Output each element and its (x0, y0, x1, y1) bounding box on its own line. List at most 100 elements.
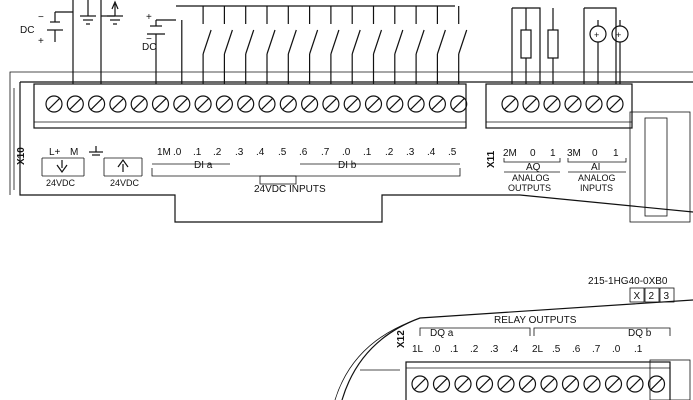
aq-terminal-label: 0 (530, 148, 536, 159)
top-group-brackets: X10 24VDC 24VDC DI a DI b 24VDC INPUTS (16, 147, 461, 195)
model-box-text: 2 (649, 291, 655, 302)
top-terminal-screw (322, 95, 340, 113)
plus-sign-mid: + (146, 12, 152, 23)
model-box-text: X (634, 291, 641, 302)
dc-mid-label: DC (142, 42, 156, 53)
analog-terminal-screw (606, 95, 624, 113)
top-terminal-screw (428, 95, 446, 113)
top-terminal-screw (45, 95, 63, 113)
model-box (659, 287, 675, 303)
relay-terminal-screw (583, 375, 601, 393)
analog-terminal-screw (522, 95, 540, 113)
top-terminal-label: .7 (321, 147, 330, 158)
relay-terminal-screw (497, 375, 515, 393)
supply-out-label: 24VDC (46, 178, 76, 188)
relay-terminal-label: .7 (592, 344, 601, 355)
relay-terminal-strip: X12 RELAY OUTPUTS DQ a DQ b 1L.0.1.2.3.4… (396, 315, 671, 400)
svg-text:+: + (616, 30, 621, 40)
relay-terminal-label: 1L (412, 344, 424, 355)
aq-terminal-label: 1 (550, 148, 556, 159)
relay-terminal-label: .1 (450, 344, 459, 355)
model-box-text: 3 (664, 291, 670, 302)
top-terminal-screw (364, 95, 383, 113)
top-terminal-strip (33, 6, 468, 129)
ground-symbols (80, 0, 123, 84)
relay-title: RELAY OUTPUTS (494, 315, 577, 326)
relay-terminal-label: 2L (532, 344, 544, 355)
top-terminal-label: .5 (278, 147, 287, 158)
ai-group: AI (591, 162, 600, 173)
analog-terminal-screw (585, 95, 603, 113)
top-terminal-label: .4 (256, 147, 265, 158)
relay-terminal-label: .3 (490, 344, 499, 355)
ai-caption-2: INPUTS (580, 183, 613, 193)
top-terminal-screw (237, 95, 255, 113)
top-terminal-label: .5 (448, 147, 457, 158)
relay-terminal-label: .4 (510, 344, 519, 355)
relay-terminal-label: .2 (470, 344, 479, 355)
top-terminal-label: .6 (299, 147, 308, 158)
relay-terminal-label: .0 (612, 344, 621, 355)
minus-sign-mid: − (146, 34, 152, 45)
ai-caption-1: ANALOG (578, 173, 616, 183)
top-terminal-label: .2 (213, 147, 222, 158)
group-dq-a: DQ a (430, 328, 454, 339)
top-terminal-label: 1M (157, 147, 171, 158)
top-terminal-label: .3 (235, 147, 244, 158)
x12-connector-id: X12 (396, 330, 407, 348)
top-terminal-label: .3 (406, 147, 415, 158)
relay-terminal-label: .5 (552, 344, 561, 355)
ai-terminal-label: 3M (567, 148, 581, 159)
top-terminal-screw (407, 95, 425, 113)
plc-housing (9, 71, 693, 400)
top-terminal-screw (258, 95, 276, 113)
relay-terminal-screw (647, 375, 666, 393)
relay-terminal-screw (454, 375, 472, 393)
group-di-b: DI b (338, 160, 357, 171)
plus-sign: + (38, 36, 44, 47)
relay-terminal-label: .0 (432, 344, 441, 355)
aq-caption-2: OUTPUTS (508, 183, 551, 193)
analog-captions: X11 AQ AI ANALOG OUTPUTS ANALOG INPUTS (486, 150, 627, 193)
top-terminal-screw (194, 95, 212, 113)
top-terminal-screw (279, 95, 297, 113)
relay-terminal-screw (540, 375, 558, 393)
top-terminal-label: .1 (363, 147, 372, 158)
relay-terminal-screw (475, 375, 494, 393)
analog-terminal-screw (564, 95, 582, 113)
relay-terminal-label: .1 (634, 344, 643, 355)
dc-supply-left: DC − + (20, 0, 74, 84)
dc-supply-mid: DC + − (142, 5, 455, 84)
analog-terminal-screw (501, 95, 519, 113)
model-box (644, 287, 660, 303)
top-terminal-screw (450, 95, 468, 113)
top-terminal-label: .2 (385, 147, 394, 158)
top-terminal-label: .0 (342, 147, 351, 158)
ai-terminal-label: 0 (592, 148, 598, 159)
dc-left-label: DC (20, 25, 34, 36)
arrow-up-icon (117, 158, 129, 172)
group-di-a: DI a (194, 160, 213, 171)
top-terminal-screw (66, 95, 84, 113)
x11-connector-id: X11 (486, 150, 497, 168)
model-box (629, 287, 645, 303)
top-terminal-label: .4 (427, 147, 436, 158)
analog-terminal-labels: 2M 0 1 3M 0 1 (503, 148, 619, 159)
top-terminal-screw (215, 95, 233, 113)
relay-terminal-screw (432, 375, 451, 393)
relay-terminal-label: .6 (572, 344, 581, 355)
top-terminal-screw (130, 95, 148, 113)
top-terminal-screw (151, 95, 170, 113)
relay-terminal-screw (604, 375, 623, 393)
top-terminal-label: M (70, 147, 78, 158)
aq-caption-1: ANALOG (512, 173, 550, 183)
svg-text:+: + (594, 30, 599, 40)
aq-terminal-label: 2M (503, 148, 517, 159)
ai-terminal-label: 1 (613, 148, 619, 159)
x10-connector-id: X10 (16, 147, 27, 165)
analog-terminal-strip: + + (485, 7, 633, 129)
relay-terminal-screw (411, 375, 429, 393)
relay-terminal-screw (626, 375, 644, 393)
top-terminal-screw (87, 95, 106, 113)
